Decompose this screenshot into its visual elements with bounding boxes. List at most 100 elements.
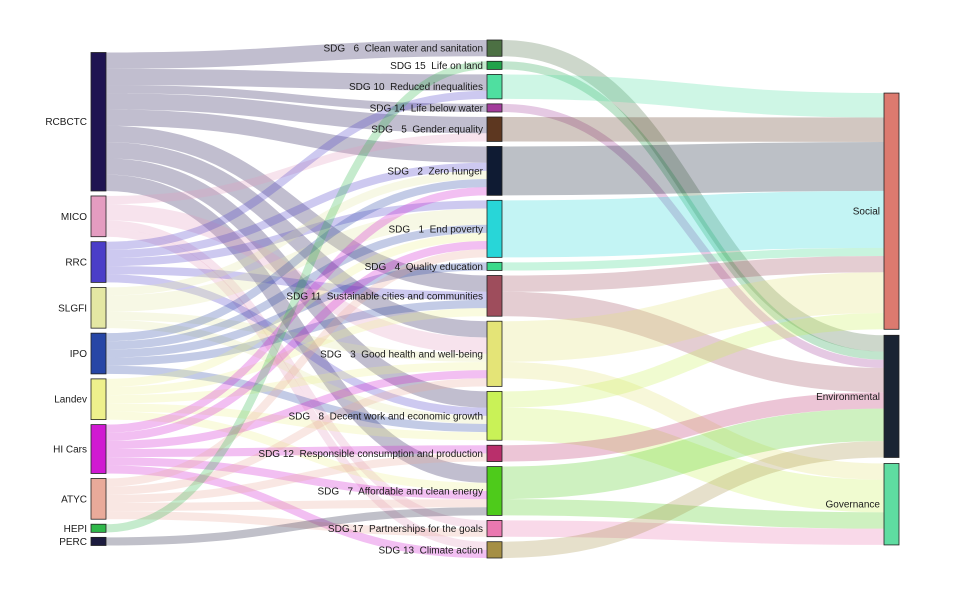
sankey-nodes	[90, 39, 900, 559]
label-sdg-5: SDG 5 Gender equality	[371, 125, 483, 136]
link-ipo-to-sdg-8	[105, 365, 488, 433]
link-slgfi-to-sdg-2	[105, 170, 488, 296]
node-ipo	[90, 332, 107, 375]
link-mico-to-sdg-17	[105, 220, 488, 529]
node-environmental	[883, 334, 900, 458]
label-sdg-8: SDG 8 Decent work and economic growth	[288, 411, 483, 422]
label-rcbctc: RCBCTC	[45, 117, 87, 128]
label-hi-cars: HI Cars	[53, 445, 87, 456]
node-mico	[90, 195, 107, 238]
link-rrc-to-sdg-2	[105, 162, 488, 258]
node-sdg-15	[486, 60, 503, 70]
label-governance: Governance	[826, 500, 881, 511]
link-landev-to-sdg-7	[105, 411, 488, 491]
link-sdg-4-to-social	[501, 247, 885, 271]
node-sdg-13	[486, 541, 503, 559]
link-hi-cars-to-sdg-2	[105, 187, 488, 433]
label-sdg-6: SDG 6 Clean water and sanitation	[323, 44, 483, 55]
link-hi-cars-to-sdg-3	[105, 370, 488, 450]
label-sdg-10: SDG 10 Reduced inequalities	[349, 82, 483, 93]
link-rcbctc-to-sdg-5	[105, 93, 488, 134]
link-sdg-11-to-environmental	[501, 291, 885, 393]
link-mico-to-sdg-13	[105, 228, 488, 550]
node-rcbctc	[90, 52, 107, 192]
link-landev-to-sdg-11	[105, 308, 488, 396]
link-rcbctc-to-sdg-2	[105, 109, 488, 163]
node-sdg-4	[486, 261, 503, 271]
link-slgfi-to-sdg-1	[105, 208, 488, 312]
node-slgfi	[90, 287, 107, 329]
link-perc-to-sdg-7	[105, 507, 488, 546]
label-sdg-4: SDG 4 Quality education	[365, 262, 483, 273]
node-landev	[90, 378, 107, 421]
link-sdg-6-to-environmental	[501, 40, 885, 352]
link-atyc-to-sdg-3	[105, 378, 488, 495]
node-sdg-12	[486, 444, 503, 462]
node-sdg-11	[486, 275, 503, 317]
node-atyc	[90, 478, 107, 520]
link-slgfi-to-sdg-8	[105, 320, 488, 424]
label-sdg-14: SDG 14 Life below water	[370, 103, 484, 114]
link-rrc-to-sdg-1	[105, 200, 488, 267]
link-sdg-2-to-social	[501, 141, 885, 196]
node-sdg-14	[486, 103, 503, 113]
link-ipo-to-sdg-4	[105, 262, 488, 358]
node-sdg-3	[486, 320, 503, 387]
link-sdg-3-to-governance	[501, 361, 885, 480]
label-sdg-13: SDG 13 Climate action	[379, 545, 484, 556]
link-rcbctc-to-sdg-6	[105, 40, 488, 69]
link-sdg-15-to-environmental	[501, 61, 885, 360]
label-sdg-1: SDG 1 End poverty	[389, 224, 484, 235]
link-rcbctc-to-sdg-7	[105, 174, 488, 483]
label-slgfi: SLGFI	[58, 303, 87, 314]
link-landev-to-sdg-8	[105, 403, 488, 441]
node-sdg-6	[486, 39, 503, 57]
link-landev-to-sdg-1	[105, 232, 488, 388]
node-sdg-5	[486, 116, 503, 142]
link-rrc-to-sdg-8	[105, 274, 488, 416]
label-mico: MICO	[61, 212, 87, 223]
link-rrc-to-sdg-10	[105, 90, 488, 250]
link-ipo-to-sdg-11	[105, 299, 488, 366]
label-environmental: Environmental	[816, 392, 880, 403]
label-sdg-2: SDG 2 Zero hunger	[387, 166, 483, 177]
label-sdg-11: SDG 11 Sustainable cities and communitie…	[286, 291, 483, 302]
link-sdg-14-to-environmental	[501, 103, 885, 368]
link-sdg-11-to-social	[501, 255, 885, 292]
node-social	[883, 92, 900, 330]
label-sdg-3: SDG 3 Good health and well-being	[320, 349, 483, 360]
label-perc: PERC	[59, 537, 87, 548]
label-social: Social	[853, 207, 880, 218]
sankey-links	[105, 40, 885, 559]
link-slgfi-to-sdg-3	[105, 311, 488, 362]
link-sdg-1-to-social	[501, 190, 885, 258]
node-rrc	[90, 241, 107, 283]
link-hi-cars-to-sdg-7	[105, 457, 488, 500]
label-sdg-7: SDG 7 Affordable and clean energy	[318, 486, 483, 497]
node-sdg-10	[486, 74, 503, 100]
link-rcbctc-to-sdg-10	[105, 68, 488, 91]
label-landev: Landev	[54, 395, 87, 406]
link-sdg-7-to-environmental	[501, 408, 885, 500]
link-mico-to-sdg-3	[105, 204, 488, 354]
link-rcbctc-to-sdg-3	[105, 142, 488, 338]
link-atyc-to-sdg-12	[105, 453, 488, 503]
link-hepi-to-sdg-15	[105, 61, 488, 533]
link-sdg-8-to-governance	[501, 407, 885, 513]
label-sdg-15: SDG 15 Life on land	[390, 61, 483, 72]
node-hepi	[90, 523, 107, 533]
label-hepi: HEPI	[64, 524, 87, 535]
node-sdg-17	[486, 520, 503, 538]
label-sdg-12: SDG 12 Responsible consumption and produ…	[258, 449, 483, 460]
node-sdg-2	[486, 146, 503, 196]
link-hi-cars-to-sdg-13	[105, 465, 488, 558]
link-hi-cars-to-sdg-1	[105, 241, 488, 441]
link-atyc-to-sdg-7	[105, 499, 488, 512]
link-sdg-3-to-social	[501, 272, 885, 362]
node-perc	[90, 536, 107, 546]
link-rcbctc-to-sdg-8	[105, 158, 488, 408]
label-atyc: ATYC	[61, 494, 87, 505]
link-sdg-17-to-governance	[501, 520, 885, 545]
